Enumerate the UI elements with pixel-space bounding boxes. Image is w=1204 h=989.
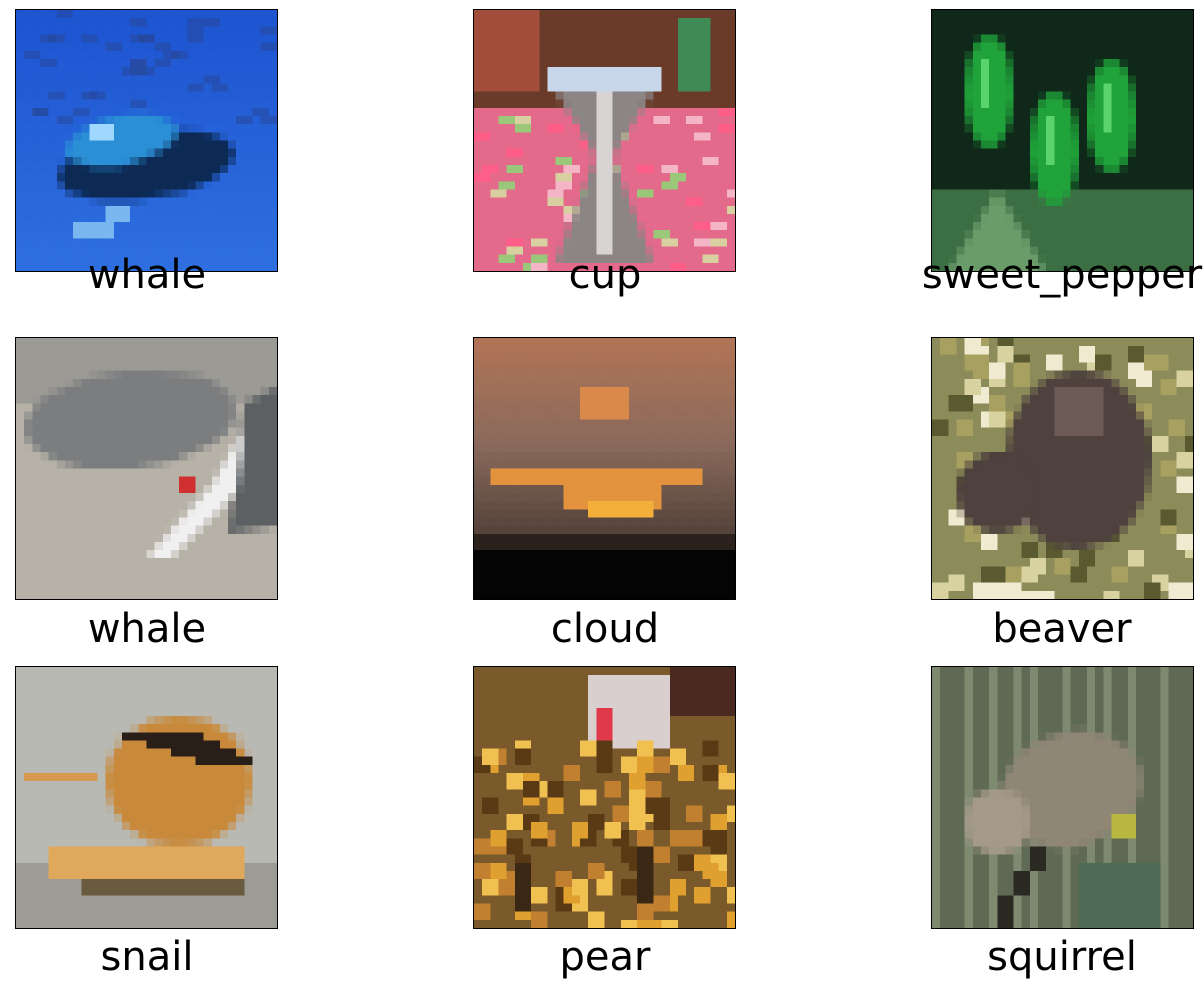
image-tile-whale-grey [15, 337, 278, 600]
image-beaver [932, 338, 1193, 599]
image-tile-pear [473, 666, 736, 929]
image-sweet-pepper [932, 10, 1193, 271]
image-label: whale [87, 606, 207, 652]
image-tile-snail [15, 666, 278, 929]
image-label: snail [100, 934, 194, 980]
image-cup [474, 10, 735, 271]
image-whale-blue [16, 10, 277, 271]
image-tile-beaver [931, 337, 1194, 600]
image-snail [16, 667, 277, 928]
image-label: whale [87, 252, 207, 298]
image-squirrel [932, 667, 1193, 928]
image-tile-whale-blue [15, 9, 278, 272]
image-label: cloud [550, 606, 660, 652]
image-label: sweet_pepper [921, 252, 1203, 298]
image-whale-grey [16, 338, 277, 599]
image-cloud [474, 338, 735, 599]
image-tile-sweet-pepper [931, 9, 1194, 272]
image-label: squirrel [987, 934, 1137, 980]
image-label: pear [559, 934, 651, 980]
image-label: beaver [992, 606, 1132, 652]
image-pear [474, 667, 735, 928]
image-label: cup [568, 252, 642, 298]
image-tile-cloud [473, 337, 736, 600]
image-tile-cup [473, 9, 736, 272]
image-tile-squirrel [931, 666, 1194, 929]
